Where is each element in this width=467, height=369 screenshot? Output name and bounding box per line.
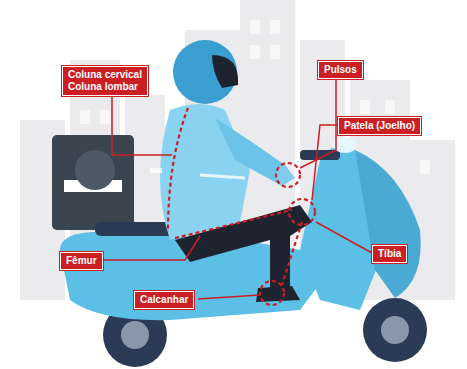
- front-fender: [355, 150, 421, 298]
- callout-box: Coluna cervicalColuna lombar: [62, 66, 148, 96]
- callout-box: Fêmur: [60, 252, 103, 270]
- callout-box: Calcanhar: [134, 291, 194, 309]
- callout-label: Patela (Joelho): [344, 120, 415, 132]
- callout-label: Tíbia: [378, 248, 401, 260]
- leader-lines: [101, 77, 372, 299]
- callout-box: Tíbia: [372, 245, 407, 263]
- callout-label: Coluna cervical: [68, 69, 142, 81]
- callout-label: Fêmur: [66, 255, 97, 267]
- callout-label: Calcanhar: [140, 294, 188, 306]
- body-markers: [168, 108, 315, 305]
- helmet-visor: [212, 55, 238, 88]
- callout-label: Coluna lombar: [68, 81, 142, 93]
- delivery-box: [52, 135, 134, 230]
- box-logo: [75, 150, 115, 190]
- callout-label: Pulsos: [324, 64, 357, 76]
- rider-jacket: [160, 104, 250, 240]
- callout-box: Patela (Joelho): [338, 117, 421, 135]
- callout-box: Pulsos: [318, 61, 363, 79]
- front-wheel: [363, 298, 427, 362]
